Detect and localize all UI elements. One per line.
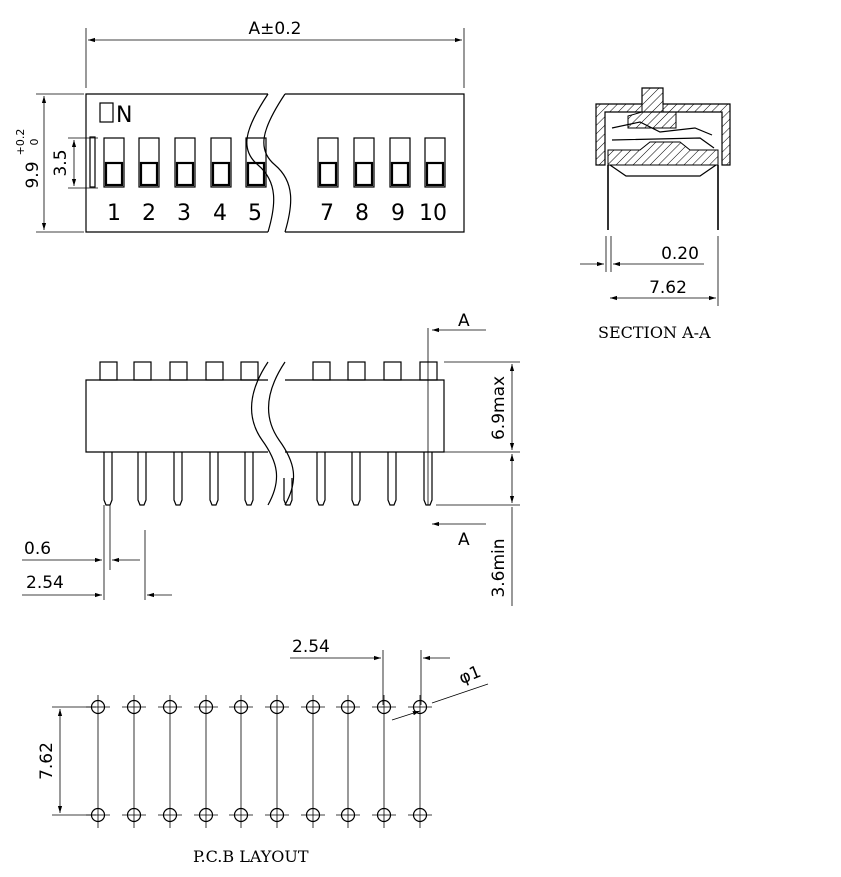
side-pin <box>137 452 147 506</box>
switch-5 <box>245 137 267 188</box>
switch-number: 4 <box>213 201 227 226</box>
section-marker-top: A <box>458 311 470 331</box>
side-pin <box>244 452 254 506</box>
height-max-label: 6.9max <box>489 376 509 440</box>
switch-number: 2 <box>142 201 156 226</box>
switch-8 <box>353 137 375 188</box>
section-pitch-label: 7.62 <box>649 278 687 298</box>
side-pin <box>387 452 397 506</box>
hole-diameter-label: φ1 <box>456 662 484 689</box>
switch-number: 1 <box>107 201 121 226</box>
pcb-title: P.C.B LAYOUT <box>193 847 309 866</box>
tolerance-plus-label: +0.2 <box>14 129 27 156</box>
side-actuator <box>99 361 118 381</box>
pcb-hole <box>305 699 321 715</box>
pcb-pitch-label: 2.54 <box>292 637 330 657</box>
section-title: SECTION A-A <box>598 323 711 342</box>
pcb-hole <box>269 699 285 715</box>
side-pin <box>173 452 183 506</box>
pcb-hole <box>162 699 178 715</box>
side-pin <box>283 478 293 506</box>
switch-number: 10 <box>419 201 447 226</box>
pcb-hole <box>340 699 356 715</box>
pcb-hole <box>198 807 214 823</box>
side-actuator <box>240 361 259 381</box>
switch-2 <box>138 137 160 188</box>
side-actuators <box>99 361 438 381</box>
side-pins <box>103 452 433 506</box>
on-label: N <box>116 103 132 128</box>
switch-number: 8 <box>355 201 369 226</box>
switch-number: 7 <box>320 201 334 226</box>
pcb-hole <box>412 807 428 823</box>
pcb-hole <box>340 807 356 823</box>
side-actuator <box>383 361 402 381</box>
side-pin <box>209 452 219 506</box>
pcb-hole <box>305 807 321 823</box>
side-actuator <box>347 361 366 381</box>
pcb-layout: 2.54 φ1 7.62 P.C.B LAYOUT <box>37 637 489 866</box>
pin-length-label: 3.6min <box>489 538 509 597</box>
pin-thickness-label: 0.20 <box>661 244 699 264</box>
pcb-hole <box>233 699 249 715</box>
side-pin <box>316 452 326 506</box>
switch-number: 9 <box>391 201 405 226</box>
switch-3 <box>174 137 196 188</box>
side-pin <box>103 452 113 506</box>
section-view: 0.20 7.62 SECTION A-A <box>580 87 731 342</box>
switch-4 <box>210 137 232 188</box>
height-9-9-label: 9.9 <box>23 161 43 188</box>
section-marker-bottom: A <box>458 530 470 550</box>
pcb-hole <box>233 807 249 823</box>
switch-number: 3 <box>177 201 191 226</box>
switch-7 <box>317 137 339 188</box>
pcb-holes <box>86 695 432 828</box>
pcb-hole <box>376 807 392 823</box>
side-actuator <box>205 361 224 381</box>
pcb-hole <box>126 699 142 715</box>
switch-9 <box>389 137 411 188</box>
switch-row <box>103 137 446 188</box>
pcb-hole <box>162 807 178 823</box>
switch-10 <box>424 137 446 188</box>
side-actuator <box>419 361 438 381</box>
side-pin <box>351 452 361 506</box>
pcb-hole <box>126 807 142 823</box>
width-dim-label: A±0.2 <box>249 19 302 39</box>
pin-width-label: 0.6 <box>24 539 51 559</box>
side-actuator <box>312 361 331 381</box>
pcb-hole <box>376 699 392 715</box>
pcb-hole <box>269 807 285 823</box>
switch-1 <box>103 137 125 188</box>
tolerance-zero-label: 0 <box>28 139 41 146</box>
row-spacing-label: 7.62 <box>37 742 57 780</box>
height-3-5-label: 3.5 <box>51 149 71 176</box>
switch-number: 5 <box>248 201 262 226</box>
side-view: A A 6.9max 3.6min 0.6 2.54 <box>22 311 520 606</box>
side-pitch-label: 2.54 <box>26 573 64 593</box>
side-actuator <box>133 361 152 381</box>
side-actuator <box>169 361 188 381</box>
pcb-hole <box>412 699 428 715</box>
pcb-hole <box>198 699 214 715</box>
